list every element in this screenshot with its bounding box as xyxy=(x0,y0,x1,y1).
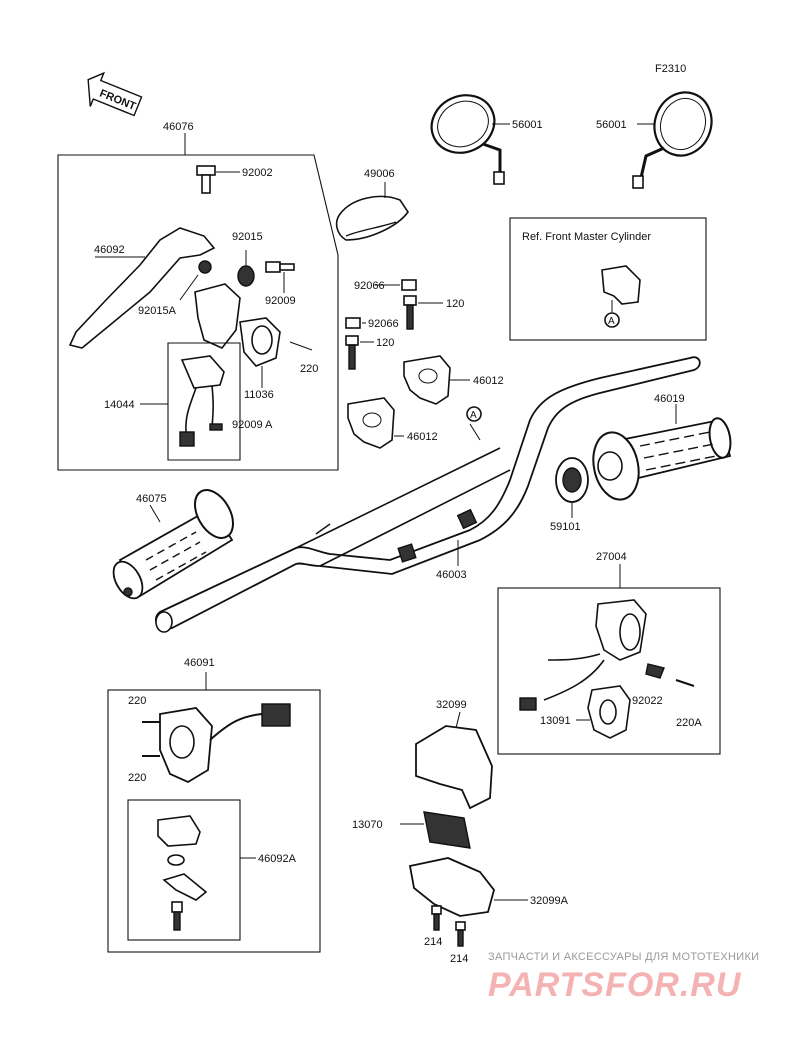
part-label-120-upper: 120 xyxy=(446,298,464,310)
bolt-120-upper-icon xyxy=(403,295,417,330)
plate-13070-icon xyxy=(423,811,471,849)
cover-32099-icon xyxy=(415,725,493,810)
part-label-32099A: 32099A xyxy=(530,895,569,907)
left-switch-box xyxy=(107,689,321,953)
svg-text:A: A xyxy=(608,316,615,327)
switch-connector-icon xyxy=(179,431,195,447)
bolt-cap-92066-upper-icon xyxy=(401,279,417,291)
part-label-92022: 92022 xyxy=(632,695,663,707)
part-label-46012-upper: 46012 xyxy=(473,375,504,387)
part-label-92066-upper: 92066 xyxy=(354,280,385,292)
screw-92009-icon xyxy=(265,261,295,273)
part-label-92015: 92015 xyxy=(232,231,263,243)
part-label-92009A: 92009 A xyxy=(232,419,273,431)
part-label-46012-lower: 46012 xyxy=(407,431,438,443)
bolt-92002-icon xyxy=(196,165,216,194)
part-label-11036: 11036 xyxy=(244,389,274,401)
callout-a-ref xyxy=(604,312,620,328)
choke-lever-icon xyxy=(162,873,208,901)
choke-holder-icon xyxy=(157,815,201,847)
part-label-32099: 32099 xyxy=(436,699,467,711)
screw-214-left-icon xyxy=(431,905,442,931)
clutch-switch-box xyxy=(167,342,241,461)
washer-92015-icon xyxy=(237,265,255,287)
part-label-46092A: 46092A xyxy=(258,853,297,865)
ref-box-title: Ref. Front Master Cylinder xyxy=(522,231,651,243)
part-label-46092: 46092 xyxy=(94,244,125,256)
lever-assembly-group: 46076 92002 46092 92015A 92015 92009 110… xyxy=(57,121,339,471)
choke-lever-box xyxy=(127,799,241,941)
mirror-left-icon xyxy=(430,94,505,185)
figure-code: F2310 xyxy=(655,63,686,75)
throttle-connector-icon xyxy=(519,697,537,711)
part-label-56001-left: 56001 xyxy=(512,119,543,131)
part-label-59101: 59101 xyxy=(550,521,581,533)
part-label-14044: 14044 xyxy=(104,399,135,411)
right-grip-throttle-icon xyxy=(592,417,732,501)
left-switch-connector-icon xyxy=(261,703,291,727)
part-label-46076: 46076 xyxy=(163,121,194,133)
master-cylinder-clamp-icon xyxy=(601,265,641,305)
cover-32099A-icon xyxy=(408,857,495,917)
screw-220-icon xyxy=(289,341,313,351)
part-label-92009: 92009 xyxy=(265,295,296,307)
callout-a-bar xyxy=(466,406,482,422)
bolt-120-lower-icon xyxy=(345,335,359,370)
front-arrow-icon: FRONT xyxy=(87,71,143,117)
part-label-46075: 46075 xyxy=(136,493,167,505)
part-label-46019: 46019 xyxy=(654,393,685,405)
mirror-right-icon xyxy=(632,91,713,189)
plate-92022-icon xyxy=(645,663,665,679)
choke-washer-icon xyxy=(167,854,185,866)
part-label-214-right: 214 xyxy=(450,953,468,965)
part-label-220-switch-top: 220 xyxy=(128,695,146,707)
ref-master-cylinder-box xyxy=(509,217,707,341)
watermark-tagline: ЗАПЧАСТИ И АКСЕССУАРЫ ДЛЯ МОТОТЕХНИКИ xyxy=(488,951,759,963)
svg-text:A: A xyxy=(470,410,477,421)
holder-46012-upper-icon xyxy=(403,355,451,405)
part-label-92066-lower: 92066 xyxy=(368,318,399,330)
clutch-lever-icon xyxy=(68,227,216,349)
part-label-92015A: 92015A xyxy=(138,305,177,317)
bolt-cap-92066-lower-icon xyxy=(345,317,361,329)
part-label-214-left: 214 xyxy=(424,936,442,948)
throttle-collar-icon xyxy=(555,457,589,503)
cover-49006-icon xyxy=(335,195,409,241)
part-label-49006: 49006 xyxy=(364,168,395,180)
watermark-brand: PARTSFOR.RU xyxy=(488,966,742,1004)
screw-214-right-icon xyxy=(455,921,466,947)
part-label-46091: 46091 xyxy=(184,657,215,669)
handlebar-icon xyxy=(155,356,701,633)
clutch-switch-icon xyxy=(180,355,225,389)
part-label-13091: 13091 xyxy=(540,715,571,727)
left-grip-icon xyxy=(112,489,234,600)
part-label-56001-right: 56001 xyxy=(596,119,627,131)
part-label-220A: 220A xyxy=(676,717,702,729)
throttle-housing-box xyxy=(497,587,721,755)
pivot-collar-icon xyxy=(198,260,212,274)
part-label-120-lower: 120 xyxy=(376,337,394,349)
part-label-220-lever: 220 xyxy=(300,363,318,375)
choke-screw-icon xyxy=(171,901,183,931)
part-label-220-switch-bottom: 220 xyxy=(128,772,146,784)
part-label-92002: 92002 xyxy=(242,167,273,179)
part-label-13070: 13070 xyxy=(352,819,383,831)
part-label-27004: 27004 xyxy=(596,551,627,563)
lever-assembly-box xyxy=(57,154,339,471)
holder-46012-lower-icon xyxy=(347,397,395,449)
part-label-46003: 46003 xyxy=(436,569,467,581)
lever-bracket-icon xyxy=(194,283,241,349)
